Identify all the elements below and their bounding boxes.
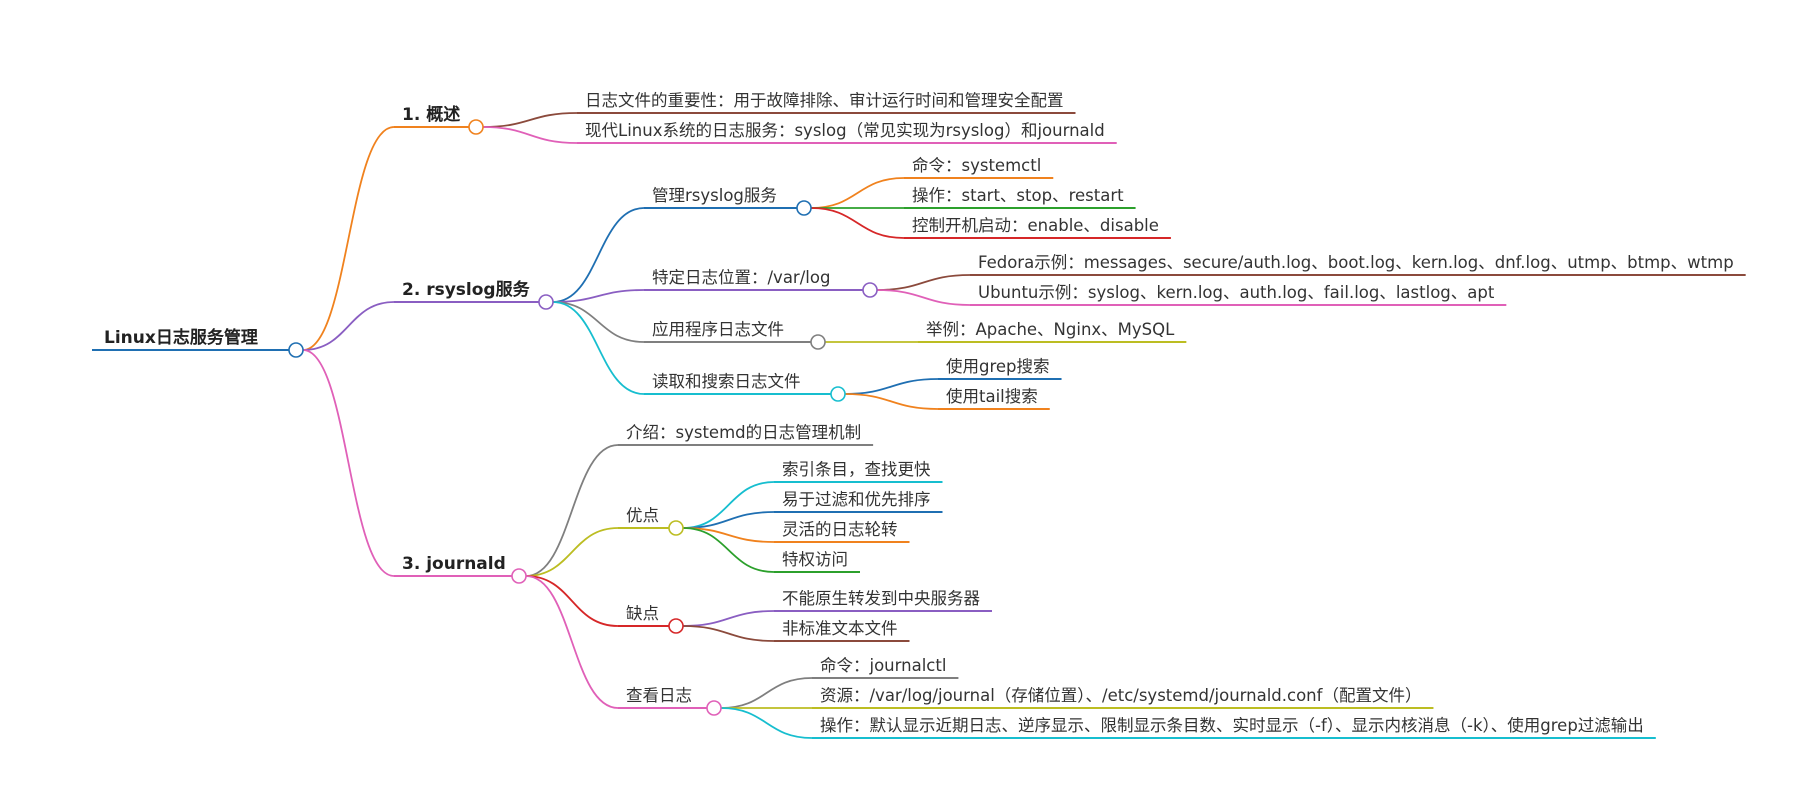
node-1-collapse-toggle[interactable] [468, 119, 484, 135]
node-2-3-1-label: 举例：Apache、Nginx、MySQL [926, 320, 1175, 339]
node-3-2-label: 优点 [626, 506, 659, 525]
node-3-2-collapse-toggle[interactable] [668, 520, 684, 536]
node-3-4-1-label: 命令：journalctl [820, 656, 946, 675]
node-3-4-collapse-toggle[interactable] [706, 700, 722, 716]
node-3-2-connector [525, 527, 619, 577]
node-2-1-2-label: 操作：start、stop、restart [912, 186, 1124, 205]
node-3-2-1-label: 索引条目，查找更快 [782, 460, 931, 479]
node-3-label: 3. journald [402, 554, 506, 574]
node-2-3-label: 应用程序日志文件 [652, 320, 784, 339]
node-2-1-label: 管理rsyslog服务 [652, 186, 777, 205]
node-3-1-connector [525, 444, 619, 577]
node-3-2-4-label: 特权访问 [782, 550, 848, 569]
node-2-2-connector [552, 289, 645, 303]
node-2-2-2-label: Ubuntu示例：syslog、kern.log、auth.log、fail.l… [978, 283, 1495, 302]
node-1-1-label: 日志文件的重要性：用于故障排除、审计运行时间和管理安全配置 [585, 91, 1064, 110]
node-1-label: 1. 概述 [402, 104, 460, 125]
node-3-4-3-connector [720, 707, 813, 739]
node-3-2-4-connector [682, 527, 775, 573]
node-2-2-1-connector [876, 274, 971, 291]
node-2-label: 2. rsyslog服务 [402, 279, 531, 300]
node-2-1-connector [552, 207, 645, 303]
mindmap-edges [302, 112, 971, 739]
mindmap-underlines [92, 112, 1746, 739]
mindmap-collapse-dots [288, 119, 878, 716]
node-3-1-label: 介绍：systemd的日志管理机制 [626, 423, 861, 442]
node-label: Linux日志服务管理 [104, 327, 258, 348]
node-2-2-1-label: Fedora示例：messages、secure/auth.log、boot.l… [978, 253, 1734, 272]
node-2-2-collapse-toggle[interactable] [862, 282, 878, 298]
node-2-1-collapse-toggle[interactable] [796, 200, 812, 216]
node-2-4-1-label: 使用grep搜索 [946, 357, 1050, 376]
node-3-4-connector [525, 575, 619, 709]
node-2-1-1-label: 命令：systemctl [912, 156, 1041, 175]
node-3-3-2-connector [682, 625, 775, 642]
node-2-4-2-label: 使用tail搜索 [946, 387, 1038, 406]
node-1-connector [302, 126, 395, 351]
node-1-2-label: 现代Linux系统的日志服务：syslog（常见实现为rsyslog）和jour… [585, 121, 1105, 140]
node-2-4-connector [552, 301, 645, 395]
node-collapse-toggle[interactable] [288, 342, 304, 358]
mindmap-labels: Linux日志服务管理 1. 概述 日志文件的重要性：用于故障排除、审计运行时间和管… [104, 91, 1734, 735]
node-2-4-label: 读取和搜索日志文件 [652, 372, 801, 391]
node-3-2-1-connector [682, 481, 775, 529]
node-1-2-connector [482, 126, 578, 144]
node-1-1-connector [482, 112, 578, 128]
node-3-3-2-label: 非标准文本文件 [782, 619, 898, 638]
node-2-3-collapse-toggle[interactable] [810, 334, 826, 350]
node-3-4-2-label: 资源：/var/log/journal（存储位置）、/etc/systemd/j… [820, 686, 1421, 705]
node-2-1-3-label: 控制开机启动：enable、disable [912, 216, 1159, 235]
node-2-2-label: 特定日志位置：/var/log [652, 268, 830, 287]
node-3-collapse-toggle[interactable] [511, 568, 527, 584]
node-3-4-1-connector [720, 677, 813, 709]
node-2-4-collapse-toggle[interactable] [830, 386, 846, 402]
node-3-3-1-label: 不能原生转发到中央服务器 [782, 589, 981, 608]
node-3-2-2-connector [682, 511, 775, 529]
node-2-connector [302, 301, 395, 351]
node-3-2-2-label: 易于过滤和优先排序 [782, 490, 931, 509]
node-3-4-label: 查看日志 [626, 686, 692, 705]
node-2-3-connector [552, 301, 645, 343]
node-3-2-3-label: 灵活的日志轮转 [782, 520, 898, 539]
node-2-4-2-connector [844, 393, 939, 410]
node-3-3-collapse-toggle[interactable] [668, 618, 684, 634]
node-2-2-2-connector [876, 289, 971, 306]
node-2-1-3-connector [810, 207, 905, 239]
node-3-3-label: 缺点 [626, 604, 659, 623]
node-3-3-1-connector [682, 610, 775, 627]
node-2-4-1-connector [844, 378, 939, 395]
node-3-4-3-label: 操作：默认显示近期日志、逆序显示、限制显示条目数、实时显示（-f）、显示内核消息… [820, 716, 1644, 735]
node-2-1-1-connector [810, 177, 905, 209]
node-2-collapse-toggle[interactable] [538, 294, 554, 310]
node-3-connector [302, 349, 395, 577]
node-3-3-connector [525, 575, 619, 627]
